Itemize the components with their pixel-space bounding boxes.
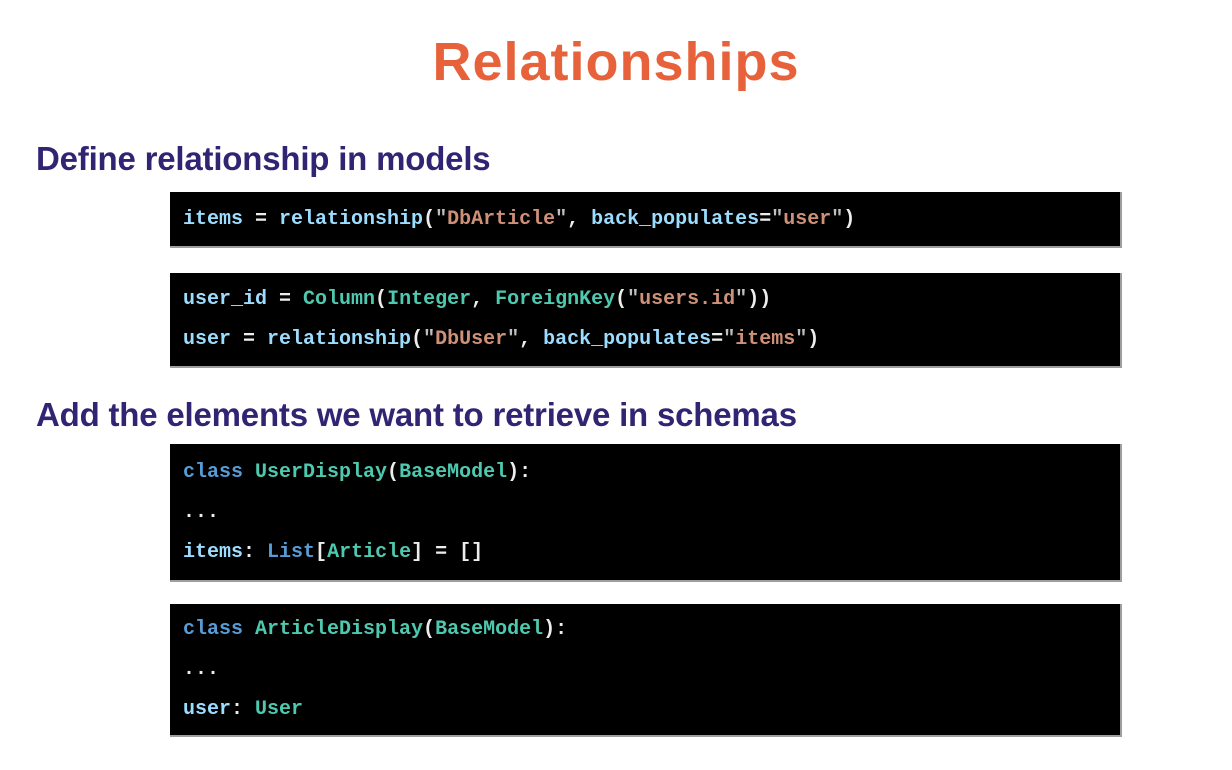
code-line: class UserDisplay(BaseModel): bbox=[183, 453, 1110, 493]
code-token: ... bbox=[183, 501, 220, 524]
code-token: Integer bbox=[387, 288, 472, 311]
code-token: class bbox=[183, 461, 256, 484]
section-heading-add-elements-schemas: Add the elements we want to retrieve in … bbox=[36, 396, 797, 433]
code-token: items bbox=[183, 208, 244, 231]
code-token: , bbox=[471, 288, 496, 311]
code-token: [ bbox=[315, 541, 328, 564]
code-token: , bbox=[519, 328, 544, 351]
code-token: ... bbox=[183, 658, 220, 681]
code-line: class ArticleDisplay(BaseModel): bbox=[183, 610, 1110, 650]
code-token: " bbox=[423, 328, 436, 351]
code-token: ArticleDisplay bbox=[255, 618, 424, 641]
code-token: items bbox=[183, 541, 244, 564]
section-heading-define-relationship: Define relationship in models bbox=[36, 140, 491, 177]
code-token: ( bbox=[411, 328, 424, 351]
code-block-items-relationship: items = relationship("DbArticle", back_p… bbox=[170, 192, 1122, 248]
code-token: ( bbox=[387, 461, 400, 484]
code-token: user_id bbox=[183, 288, 268, 311]
code-line: items: List[Article] = [] bbox=[183, 533, 1110, 573]
code-token: = bbox=[231, 328, 268, 351]
code-token: = bbox=[711, 328, 724, 351]
code-token: )) bbox=[747, 288, 772, 311]
code-token: relationship bbox=[279, 208, 424, 231]
code-token: back_populates bbox=[543, 328, 712, 351]
page-title: Relationships bbox=[432, 32, 800, 92]
code-token: user bbox=[783, 208, 832, 231]
code-token: ): bbox=[543, 618, 568, 641]
code-token: " bbox=[795, 328, 808, 351]
code-token: : bbox=[243, 541, 268, 564]
code-token: = bbox=[759, 208, 772, 231]
code-token: " bbox=[507, 328, 520, 351]
code-token: class bbox=[183, 618, 256, 641]
code-token: back_populates bbox=[591, 208, 760, 231]
code-token: ): bbox=[507, 461, 532, 484]
code-token: BaseModel bbox=[399, 461, 508, 484]
code-token: Column bbox=[303, 288, 376, 311]
code-token: DbArticle bbox=[447, 208, 556, 231]
code-token: = bbox=[267, 288, 304, 311]
code-line: ... bbox=[183, 493, 1110, 533]
code-token: relationship bbox=[267, 328, 412, 351]
code-token: : bbox=[231, 698, 256, 721]
code-token: BaseModel bbox=[435, 618, 544, 641]
code-token: User bbox=[255, 698, 304, 721]
code-token: " bbox=[735, 288, 748, 311]
code-token: Article bbox=[327, 541, 412, 564]
code-line: ... bbox=[183, 650, 1110, 690]
code-token: ) bbox=[843, 208, 856, 231]
code-line: user: User bbox=[183, 690, 1110, 730]
code-token: ( bbox=[423, 618, 436, 641]
code-token: " bbox=[831, 208, 844, 231]
code-token: ( bbox=[615, 288, 628, 311]
code-token: ( bbox=[423, 208, 436, 231]
code-token: UserDisplay bbox=[255, 461, 388, 484]
code-token: = bbox=[243, 208, 280, 231]
code-token: List bbox=[267, 541, 316, 564]
code-token: ) bbox=[807, 328, 820, 351]
code-line: user_id = Column(Integer, ForeignKey("us… bbox=[183, 280, 1110, 320]
code-token: " bbox=[723, 328, 736, 351]
code-block-userdisplay-schema: class UserDisplay(BaseModel):... items: L… bbox=[170, 444, 1122, 582]
code-token: user bbox=[183, 328, 232, 351]
code-token: " bbox=[435, 208, 448, 231]
code-token: DbUser bbox=[435, 328, 508, 351]
code-token: " bbox=[771, 208, 784, 231]
code-token: user bbox=[183, 698, 232, 721]
code-token: , bbox=[567, 208, 592, 231]
code-block-articledisplay-schema: class ArticleDisplay(BaseModel):... user:… bbox=[170, 604, 1122, 737]
code-token: users.id bbox=[639, 288, 736, 311]
code-token: items bbox=[735, 328, 796, 351]
code-block-userid-foreignkey: user_id = Column(Integer, ForeignKey("us… bbox=[170, 273, 1122, 368]
code-line: user = relationship("DbUser", back_popul… bbox=[183, 320, 1110, 360]
code-token: ] = [] bbox=[411, 541, 484, 564]
code-line: items = relationship("DbArticle", back_p… bbox=[183, 200, 1110, 240]
code-token: " bbox=[555, 208, 568, 231]
code-token: ( bbox=[375, 288, 388, 311]
code-token: " bbox=[627, 288, 640, 311]
code-token: ForeignKey bbox=[495, 288, 616, 311]
